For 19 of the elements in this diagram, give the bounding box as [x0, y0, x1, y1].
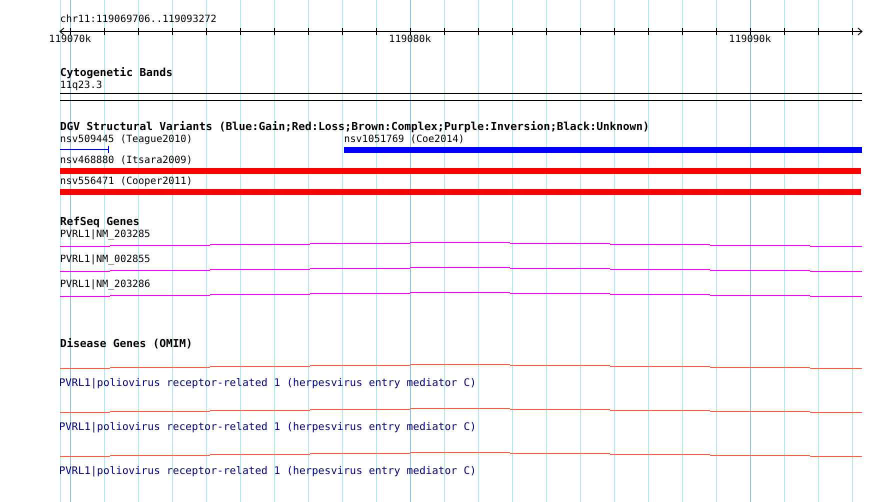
track-heading: RefSeq Genes [60, 216, 140, 228]
track-label: nsv468880 (Itsara2009) [60, 155, 192, 167]
gene-link-text: PVRL1|poliovirus receptor-related 1 (herpesvirus entry mediator C) [59, 421, 476, 433]
axis-tick-label: 119070k [48, 34, 92, 46]
gene-link-text: PVRL1|poliovirus receptor-related 1 (herpesvirus entry mediator C) [59, 465, 476, 477]
track-label: PVRL1|NM_002855 [60, 254, 150, 266]
track-label: nsv509445 (Teague2010) [60, 134, 192, 146]
track-label: chr11:119069706..119093272 [60, 14, 217, 26]
track-heading: DGV Structural Variants (Blue:Gain;Red:Loss;Brown:Complex;Purple:Inversion;Black:Unknown) [60, 121, 650, 133]
track-heading: Disease Genes (OMIM) [60, 338, 192, 350]
axis-tick-label: 119080k [388, 34, 432, 46]
track-label: nsv1051769 (Coe2014) [344, 134, 464, 146]
track-heading: Cytogenetic Bands [60, 67, 173, 79]
track-label: PVRL1|NM_203286 [60, 279, 150, 291]
gene-link-text: PVRL1|poliovirus receptor-related 1 (herpesvirus entry mediator C) [59, 377, 476, 389]
track-label: 11q23.3 [60, 80, 102, 92]
axis-tick-label: 119090k [728, 34, 772, 46]
track-label: PVRL1|NM_203285 [60, 229, 150, 241]
track-label: nsv556471 (Cooper2011) [60, 176, 192, 188]
